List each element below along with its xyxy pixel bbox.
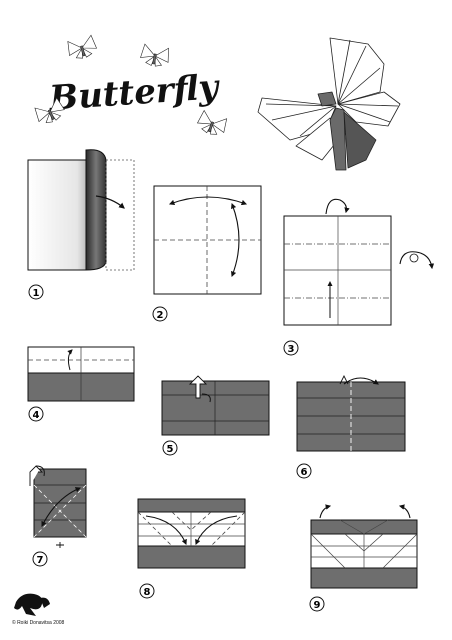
svg-text:9: 9 [314, 600, 321, 611]
step-1-diagram [27, 149, 135, 271]
turn-over-arrow-icon [188, 375, 211, 403]
step-number-9: 9 [309, 596, 325, 612]
turn-over-arrow-icon [29, 465, 45, 486]
step-number-3: 3 [283, 340, 299, 356]
finished-butterfly-illustration [257, 37, 401, 171]
svg-text:2: 2 [157, 310, 164, 321]
folder-logo-icon [14, 593, 50, 616]
step-9-diagram [310, 504, 418, 589]
step-number-7: 7 [32, 551, 48, 567]
page-title: Butterfly [47, 67, 222, 119]
step-4-diagram [27, 346, 135, 402]
svg-text:1: 1 [33, 288, 40, 299]
mini-butterfly-icon [34, 34, 228, 135]
step-3-diagram [283, 198, 392, 326]
step-7-diagram [33, 468, 87, 548]
step-number-1: 1 [28, 284, 44, 300]
svg-text:8: 8 [144, 587, 151, 598]
step-6-diagram [296, 374, 406, 452]
step-number-4: 4 [28, 406, 44, 422]
step-5-diagram [161, 380, 270, 436]
svg-text:3: 3 [288, 344, 295, 355]
step-number-2: 2 [152, 306, 168, 322]
svg-text:5: 5 [167, 444, 174, 455]
step-number-6: 6 [296, 463, 312, 479]
credit-text: © Roiki Donavitsa 2008 [12, 619, 65, 626]
svg-text:7: 7 [37, 555, 44, 566]
svg-text:4: 4 [33, 410, 40, 421]
step-8-diagram [137, 498, 246, 569]
svg-text:6: 6 [301, 467, 308, 478]
turn-over-icon [399, 251, 435, 270]
step-2-diagram [153, 185, 262, 295]
step-number-8: 8 [139, 583, 155, 599]
step-number-5: 5 [162, 440, 178, 456]
